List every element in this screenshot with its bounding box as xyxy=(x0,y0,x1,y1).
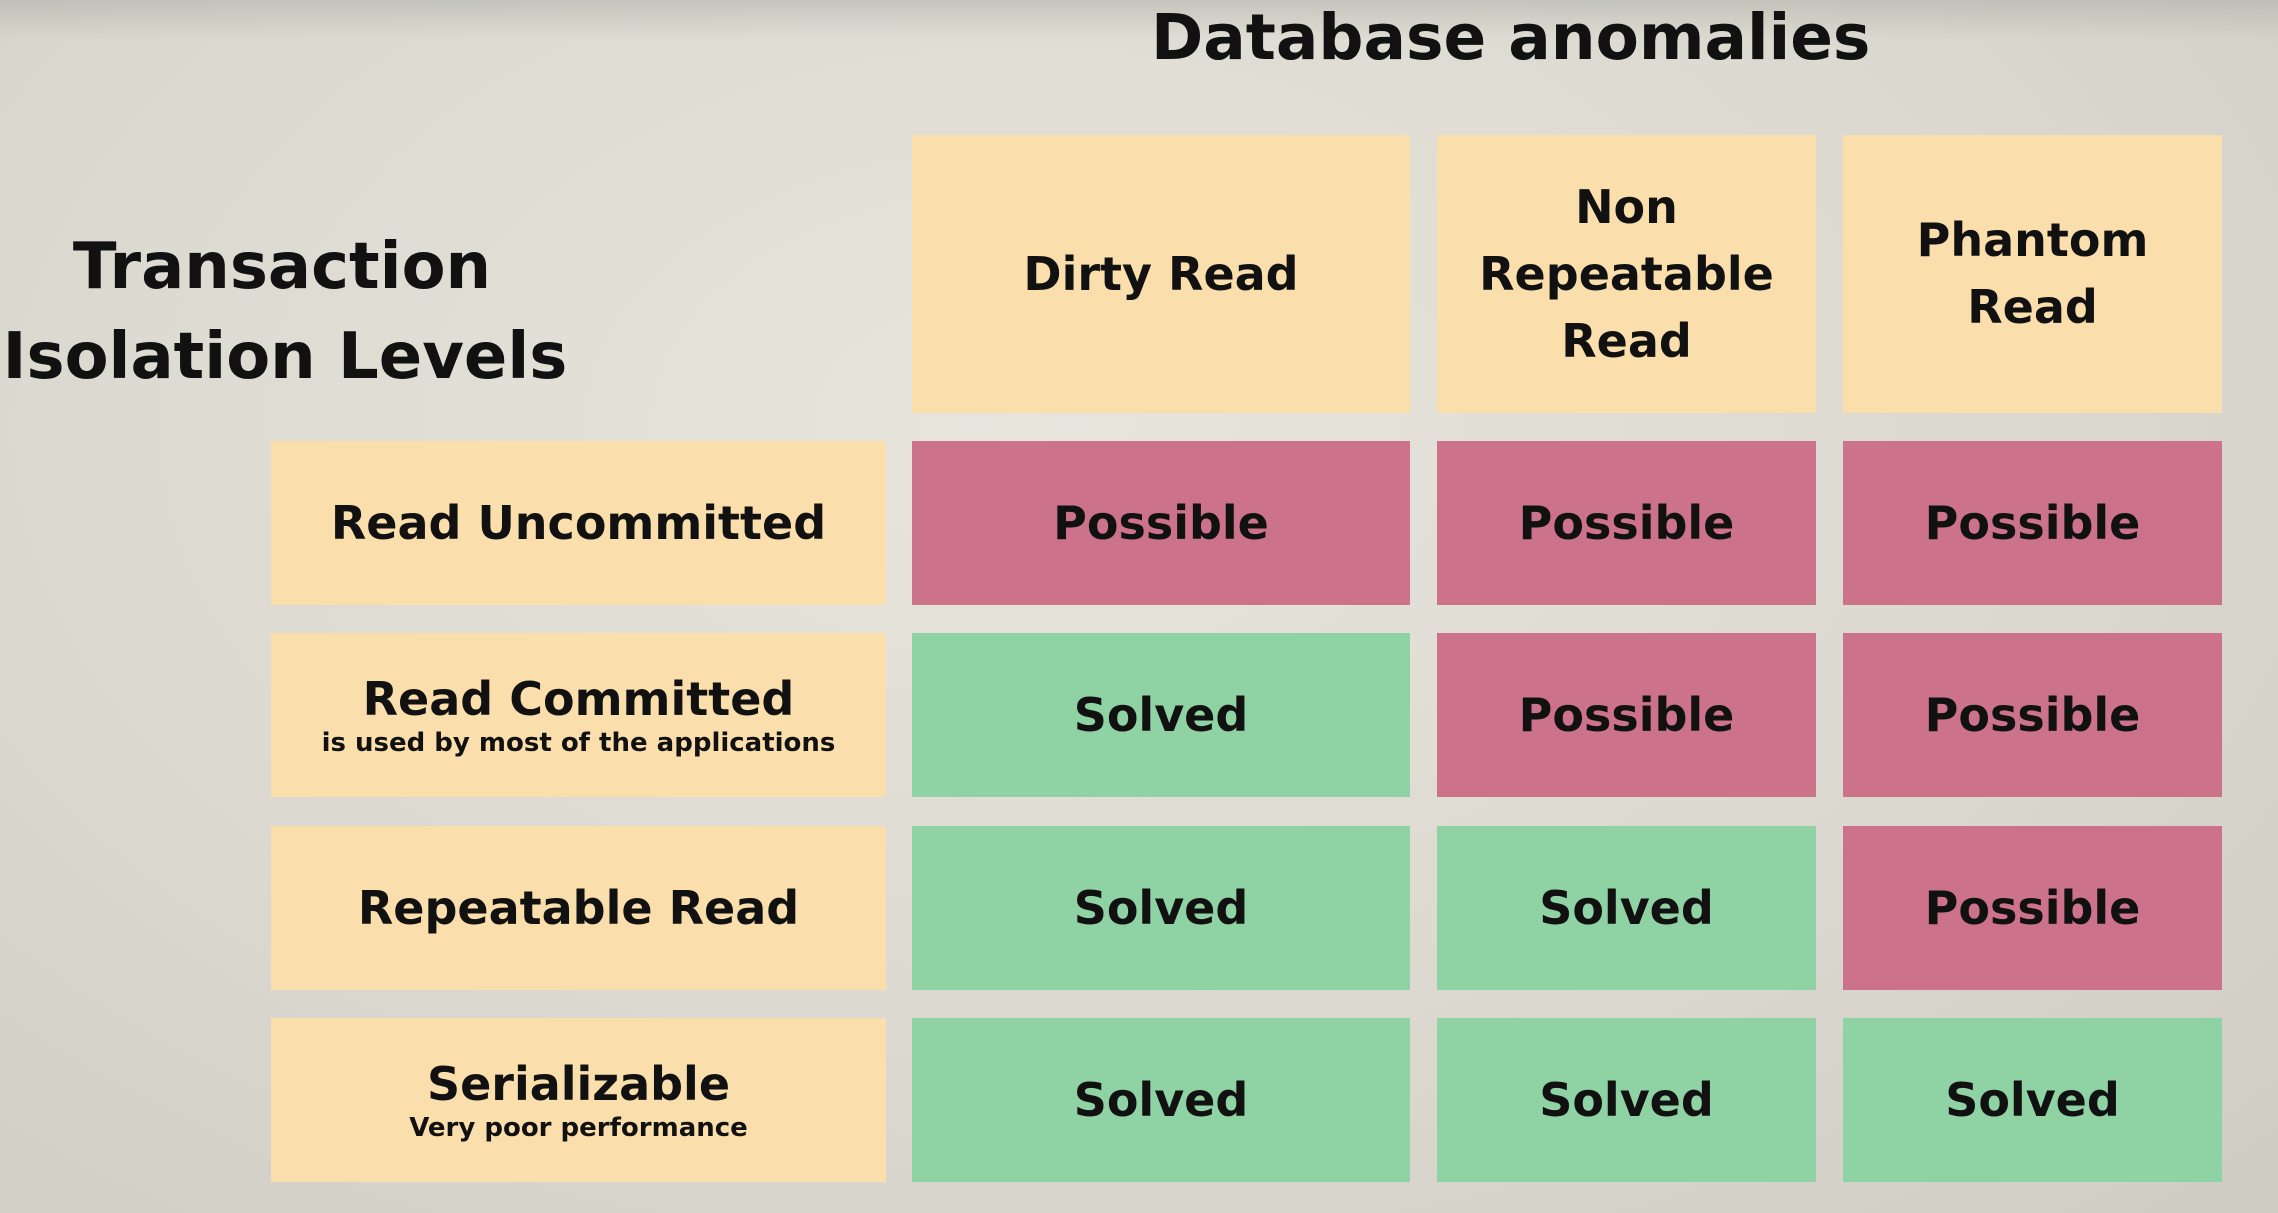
column-header-text: Read xyxy=(1967,280,2098,334)
matrix-cell: Possible xyxy=(1843,441,2222,605)
row-header-label: Repeatable Read xyxy=(357,881,800,935)
row-axis-title: Transaction Isolation Levels xyxy=(0,222,570,402)
matrix-cell: Possible xyxy=(1843,826,2222,990)
row-header-read-uncommitted: Read Uncommitted xyxy=(271,441,886,605)
column-header-dirty-read: Dirty Read xyxy=(912,135,1410,413)
matrix-cell: Possible xyxy=(912,441,1410,605)
matrix-cell: Solved xyxy=(912,1018,1410,1182)
column-header-text: Read xyxy=(1561,313,1692,368)
column-header-text: Phantom xyxy=(1916,213,2149,267)
row-header-read-committed: Read Committed is used by most of the ap… xyxy=(271,633,886,797)
row-axis-title-line1: Transaction xyxy=(72,230,492,304)
row-header-label: Read Uncommitted xyxy=(330,496,827,550)
matrix-cell: Possible xyxy=(1843,633,2222,797)
top-shadow xyxy=(0,0,2278,40)
column-header-text: Dirty Read xyxy=(1023,246,1299,301)
matrix-cell: Solved xyxy=(912,633,1410,797)
matrix-cell: Possible xyxy=(1437,633,1816,797)
row-header-note: is used by most of the applications xyxy=(321,728,836,758)
matrix-cell: Possible xyxy=(1437,441,1816,605)
row-header-label: Read Committed xyxy=(362,672,795,726)
column-header-phantom-read: Phantom Read xyxy=(1843,135,2222,413)
matrix-cell: Solved xyxy=(1437,826,1816,990)
column-header-text: Repeatable xyxy=(1479,246,1774,301)
row-header-label: Serializable xyxy=(426,1057,731,1111)
row-header-serializable: Serializable Very poor performance xyxy=(271,1018,886,1182)
row-axis-title-line2: Isolation Levels xyxy=(2,320,568,394)
diagram-title: Database anomalies xyxy=(1151,1,1871,74)
matrix-cell: Solved xyxy=(1843,1018,2222,1182)
column-header-non-repeatable-read: Non Repeatable Read xyxy=(1437,135,1816,413)
row-header-repeatable-read: Repeatable Read xyxy=(271,826,886,990)
matrix-cell: Solved xyxy=(1437,1018,1816,1182)
column-header-text: Non xyxy=(1575,179,1678,234)
matrix-cell: Solved xyxy=(912,826,1410,990)
row-header-note: Very poor performance xyxy=(409,1113,748,1143)
